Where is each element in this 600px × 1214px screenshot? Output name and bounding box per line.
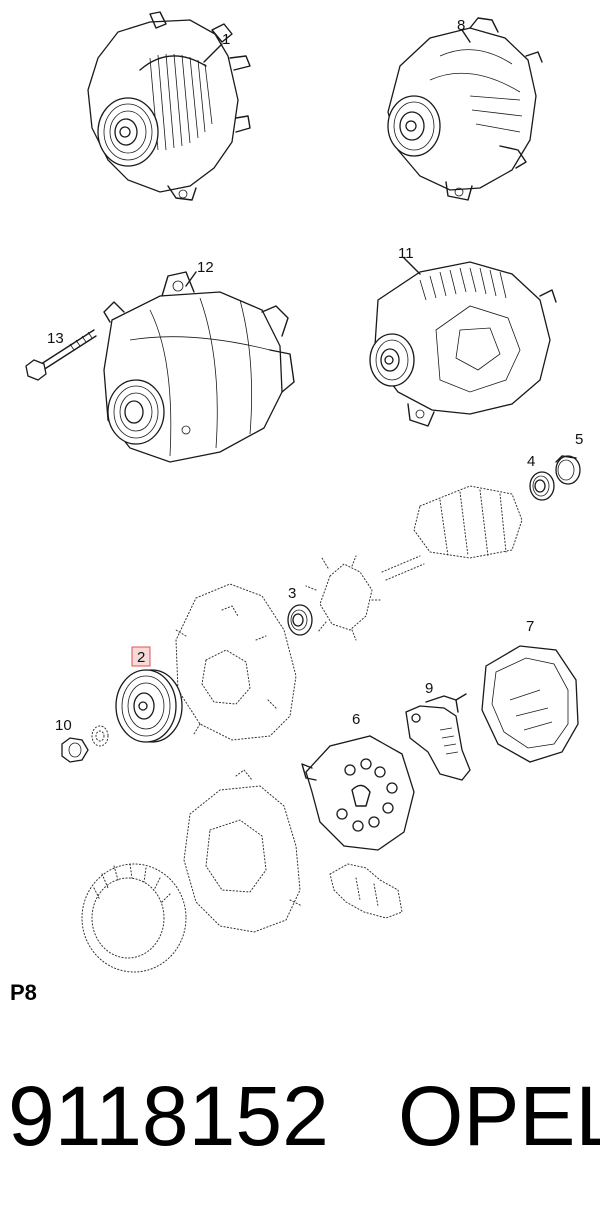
regulator-part-9 (405, 693, 471, 781)
callout-2-highlight-box (131, 646, 151, 667)
callout-6: 6 (352, 711, 360, 728)
alternator-part-8 (387, 17, 543, 201)
callout-8: 8 (457, 17, 465, 34)
bearing-part-4 (529, 471, 555, 501)
rectifier-part-6 (301, 735, 415, 851)
callout-5: 5 (575, 431, 583, 448)
brush-holder-reference-outline (329, 863, 403, 919)
brand-name: OPEL (398, 1069, 600, 1163)
callout-4: 4 (527, 453, 535, 470)
rear-cover-part-7 (481, 645, 579, 763)
bolt-part-13 (25, 329, 97, 381)
washer-reference-outline (91, 725, 109, 747)
callout-2: 2 (137, 649, 145, 666)
callout-labels: 1 8 12 11 13 4 5 3 2 10 6 9 7 (47, 17, 583, 734)
callout-1: 1 (222, 31, 230, 48)
bearing-part-3 (287, 604, 313, 636)
alternator-part-1 (87, 11, 251, 201)
section-label: P8 (10, 980, 37, 1005)
nut-part-10 (61, 737, 89, 763)
front-housing-reference-outline (175, 583, 297, 741)
part-number: 9118152 (8, 1069, 329, 1163)
rear-housing-reference-outline (183, 769, 303, 933)
stator-reference-outline (81, 863, 187, 973)
alternator-part-11 (369, 257, 557, 427)
callout-13: 13 (47, 330, 64, 347)
callout-9: 9 (425, 680, 433, 697)
callout-7: 7 (526, 618, 534, 635)
exploded-parts-diagram: 1 8 12 11 13 4 5 3 2 10 6 9 7 (25, 11, 583, 973)
pulley-part-2 (115, 669, 183, 743)
cap-part-5 (555, 455, 581, 485)
callout-12: 12 (197, 259, 214, 276)
callout-3: 3 (288, 585, 296, 602)
callout-11: 11 (398, 245, 414, 262)
rotor-reference-outline (305, 485, 523, 641)
alternator-part-12 (103, 271, 295, 463)
callout-10: 10 (55, 717, 72, 734)
